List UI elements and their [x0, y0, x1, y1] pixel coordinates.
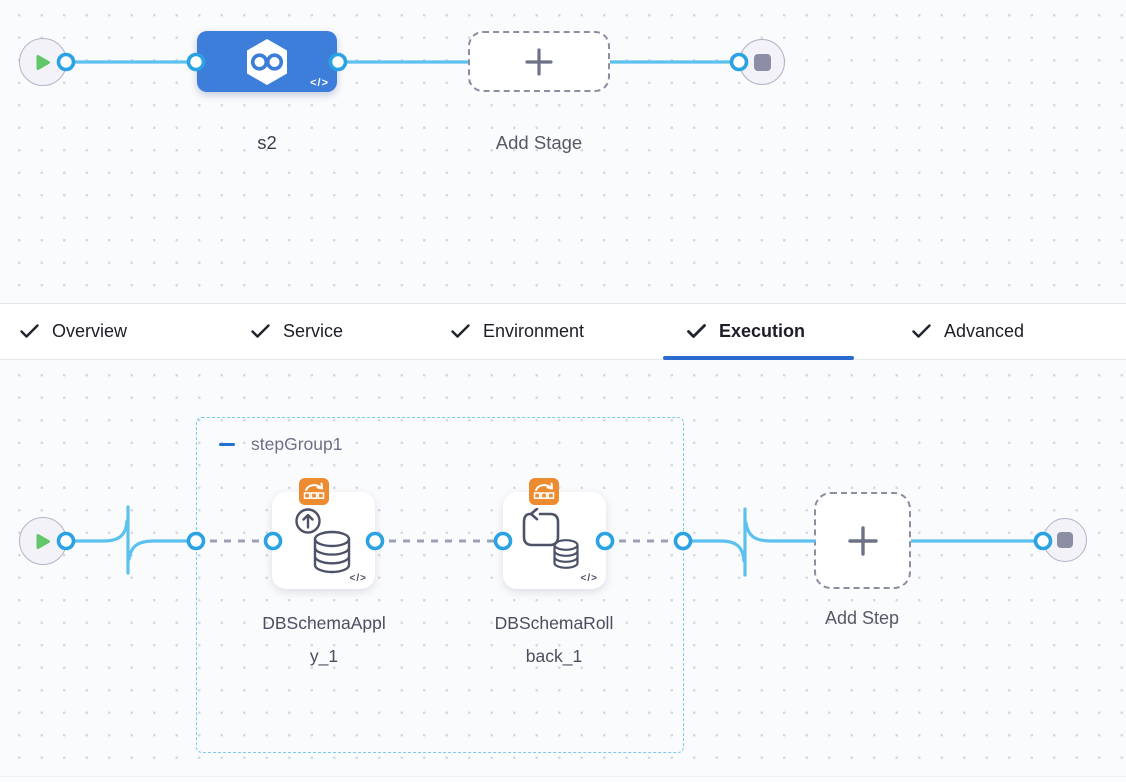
tab-label: Execution — [719, 321, 806, 341]
step-yaml-toggle[interactable]: </> — [349, 573, 367, 584]
stage-node-s2[interactable]: </> — [197, 31, 337, 92]
stop-icon — [1057, 532, 1073, 548]
tab-label: Service — [283, 321, 344, 341]
plus-icon — [847, 525, 878, 556]
tab-overview[interactable]: Overview — [20, 304, 127, 359]
step-name-label: DBSchemaRollback_1 — [494, 613, 614, 666]
step-node-dbschemarollback[interactable]: </> — [503, 478, 606, 589]
tab-label: Overview — [52, 321, 128, 341]
check-icon — [251, 324, 270, 338]
step-group-box: stepGroup1 — [196, 417, 684, 753]
tab-label: Environment — [483, 321, 585, 341]
tab-advanced[interactable]: Advanced — [912, 304, 1024, 359]
active-tab-underline — [663, 356, 854, 360]
tab-label: Advanced — [944, 321, 1025, 341]
stage-name-label: s2 — [257, 132, 277, 153]
play-icon — [36, 54, 50, 70]
stop-icon — [753, 53, 771, 71]
rolling-strategy-badge — [299, 478, 329, 505]
step-yaml-toggle[interactable]: </> — [580, 573, 598, 584]
add-step-label: Add Step — [824, 608, 900, 628]
check-icon — [912, 324, 931, 338]
step-name-label: DBSchemaApply_1 — [262, 613, 386, 666]
rolling-strategy-badge — [529, 478, 559, 505]
pipeline-end-node — [739, 39, 785, 85]
tab-environment[interactable]: Environment — [451, 304, 584, 359]
stage-yaml-toggle[interactable]: </> — [310, 77, 329, 89]
rolling-strategy-icon — [303, 482, 325, 499]
tab-service[interactable]: Service — [251, 304, 343, 359]
rolling-strategy-icon — [533, 482, 555, 499]
tab-execution[interactable]: Execution — [687, 304, 805, 359]
step-node-dbschemaapply[interactable]: </> — [272, 478, 375, 589]
check-icon — [20, 324, 39, 338]
check-icon — [687, 324, 706, 338]
add-stage-label: Add Stage — [495, 132, 583, 153]
execution-start-node — [19, 517, 67, 565]
stage-config-tabbar: Overview Service Environment Execution A… — [0, 303, 1126, 360]
deploy-stage-icon — [247, 38, 287, 85]
step-group-header: stepGroup1 — [218, 434, 342, 455]
add-stage-button[interactable] — [468, 31, 610, 92]
pipeline-start-node — [19, 38, 67, 86]
db-schema-rollback-icon — [522, 508, 579, 569]
minus-icon — [218, 442, 235, 447]
db-schema-apply-icon — [295, 508, 351, 574]
add-step-button[interactable] — [814, 492, 911, 589]
canvas-bottom-edge — [0, 776, 1126, 782]
check-icon — [451, 324, 470, 338]
step-group-name: stepGroup1 — [251, 434, 343, 454]
collapse-group-button[interactable] — [218, 436, 235, 453]
play-icon — [36, 533, 50, 549]
plus-icon — [525, 47, 553, 76]
execution-end-node — [1043, 518, 1087, 562]
